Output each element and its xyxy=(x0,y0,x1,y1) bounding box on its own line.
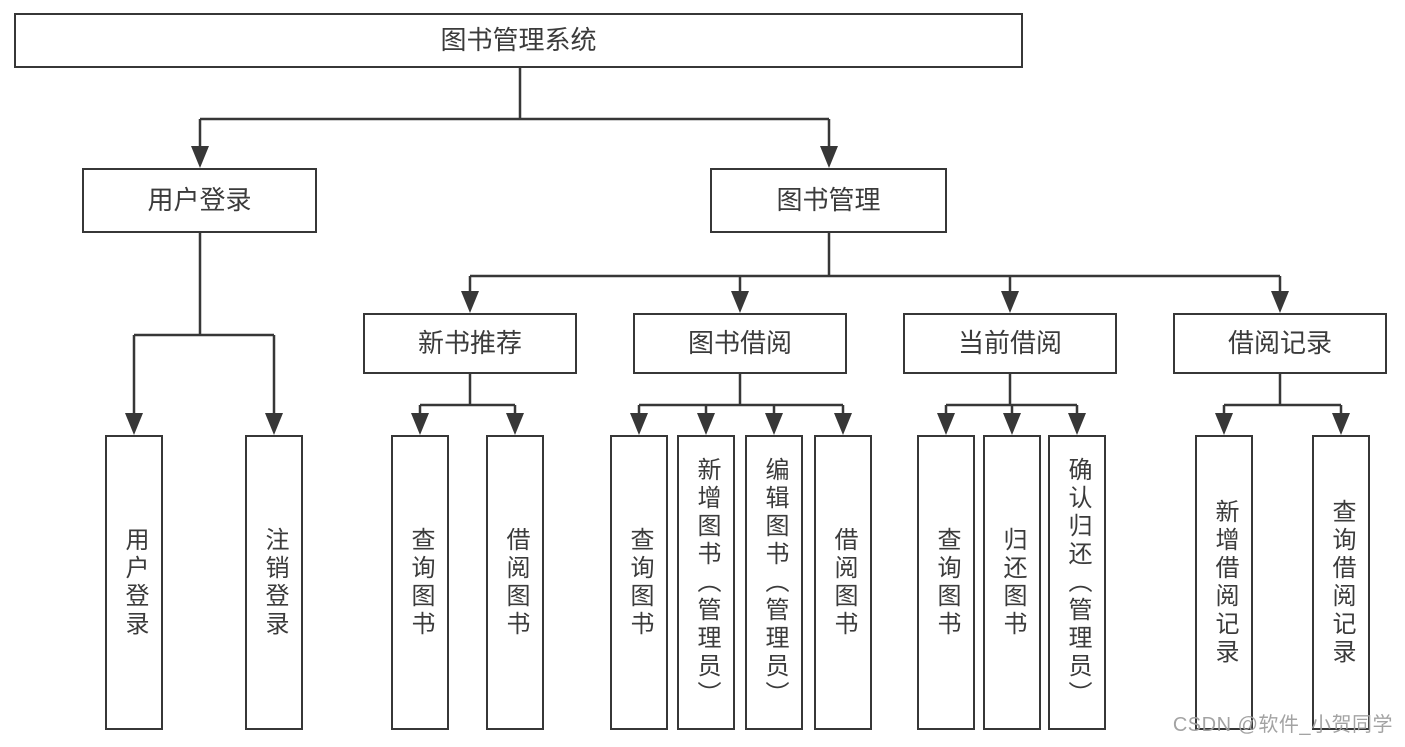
leaf-edit-books-admin: 编辑图书（管理员） xyxy=(745,435,803,730)
leaf-query-books-current: 查询图书 xyxy=(917,435,975,730)
leaf-query-borrow-record: 查询借阅记录 xyxy=(1312,435,1370,730)
node-label: 用户登录 xyxy=(147,184,252,215)
watermark: CSDN @软件_小贺同学 xyxy=(1172,714,1393,736)
node-label: 借阅图书 xyxy=(502,526,529,639)
node-label: 新增图书（管理员） xyxy=(693,456,720,709)
node-label: 查询图书 xyxy=(626,526,653,639)
node-user-login: 用户登录 xyxy=(82,168,317,233)
node-label: 新书推荐 xyxy=(417,327,522,358)
node-label: 查询借阅记录 xyxy=(1328,498,1355,667)
node-book-borrowing: 图书借阅 xyxy=(633,313,847,374)
node-label: 当前借阅 xyxy=(957,327,1062,358)
node-label: 归还图书 xyxy=(999,526,1026,639)
leaf-add-books-admin: 新增图书（管理员） xyxy=(677,435,735,730)
node-label: 查询图书 xyxy=(933,526,960,639)
node-label: 图书管理系统 xyxy=(440,24,597,55)
leaf-borrow-books: 借阅图书 xyxy=(814,435,872,730)
leaf-query-books-recommend: 查询图书 xyxy=(391,435,449,730)
leaf-borrow-books-recommend: 借阅图书 xyxy=(486,435,544,730)
node-current-borrowing: 当前借阅 xyxy=(903,313,1117,374)
node-library-management-system: 图书管理系统 xyxy=(14,13,1023,68)
leaf-user-login: 用户登录 xyxy=(105,435,163,730)
node-label: 编辑图书（管理员） xyxy=(761,456,788,709)
node-label: 确认归还（管理员） xyxy=(1064,456,1091,709)
leaf-logout: 注销登录 xyxy=(245,435,303,730)
node-book-management: 图书管理 xyxy=(710,168,947,233)
leaf-return-books: 归还图书 xyxy=(983,435,1041,730)
node-label: 图书借阅 xyxy=(687,327,792,358)
node-borrowing-records: 借阅记录 xyxy=(1173,313,1387,374)
leaf-add-borrow-record: 新增借阅记录 xyxy=(1195,435,1253,730)
node-label: 图书管理 xyxy=(776,184,881,215)
connector-paths xyxy=(132,68,1343,417)
node-label: 用户登录 xyxy=(121,526,148,639)
node-new-book-recommendation: 新书推荐 xyxy=(363,313,577,374)
leaf-confirm-return-admin: 确认归还（管理员） xyxy=(1048,435,1106,730)
node-label: 借阅图书 xyxy=(830,526,857,639)
node-label: 注销登录 xyxy=(261,526,288,639)
node-label: 新增借阅记录 xyxy=(1211,498,1238,667)
node-label: 借阅记录 xyxy=(1227,327,1332,358)
leaf-query-books-borrow: 查询图书 xyxy=(610,435,668,730)
node-label: 查询图书 xyxy=(407,526,434,639)
